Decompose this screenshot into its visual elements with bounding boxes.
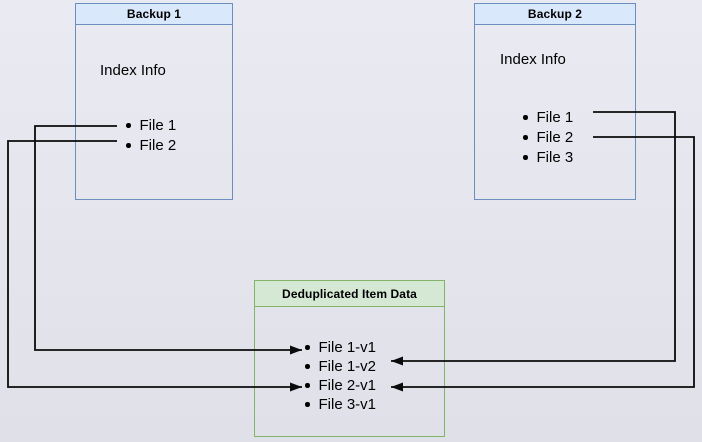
- backup1-file-item: File 2: [126, 136, 176, 155]
- dedup-title: Deduplicated Item Data: [282, 286, 417, 301]
- bullet-icon: [305, 364, 310, 369]
- file-label: File 1: [536, 109, 574, 126]
- backup2-index-label: Index Info: [500, 51, 566, 68]
- file-label: File 2: [139, 137, 177, 154]
- backup2-file-item: File 3: [523, 148, 573, 167]
- backup1-index-label: Index Info: [100, 62, 166, 79]
- dedup-item-label: File 1-v2: [318, 358, 377, 375]
- dedup-item-label: File 1-v1: [318, 339, 377, 356]
- dedup-item: File 1-v2: [305, 357, 376, 376]
- dedup-item-label: File 2-v1: [318, 377, 377, 394]
- backup2-box: Backup 2: [474, 3, 636, 200]
- backup1-title: Backup 1: [126, 7, 182, 21]
- backup1-box: Backup 1: [75, 3, 233, 200]
- bullet-icon: [305, 402, 310, 407]
- backup2-header: Backup 2: [475, 4, 635, 25]
- dedup-item-label: File 3-v1: [318, 396, 377, 413]
- backup2-file-item: File 1: [523, 108, 573, 127]
- dedup-item: File 2-v1: [305, 376, 376, 395]
- bullet-icon: [523, 135, 528, 140]
- file-label: File 3: [536, 149, 574, 166]
- file-label: File 1: [139, 117, 177, 134]
- backup1-file-item: File 1: [126, 116, 176, 135]
- backup1-header: Backup 1: [76, 4, 232, 25]
- file-label: File 2: [536, 129, 574, 146]
- bullet-icon: [523, 155, 528, 160]
- bullet-icon: [126, 143, 131, 148]
- backup2-file-item: File 2: [523, 128, 573, 147]
- dedup-item: File 1-v1: [305, 338, 376, 357]
- dedup-item: File 3-v1: [305, 395, 376, 414]
- backup2-title: Backup 2: [527, 7, 583, 21]
- bullet-icon: [523, 115, 528, 120]
- bullet-icon: [305, 383, 310, 388]
- bullet-icon: [126, 123, 131, 128]
- bullet-icon: [305, 345, 310, 350]
- dedup-header: Deduplicated Item Data: [255, 281, 444, 307]
